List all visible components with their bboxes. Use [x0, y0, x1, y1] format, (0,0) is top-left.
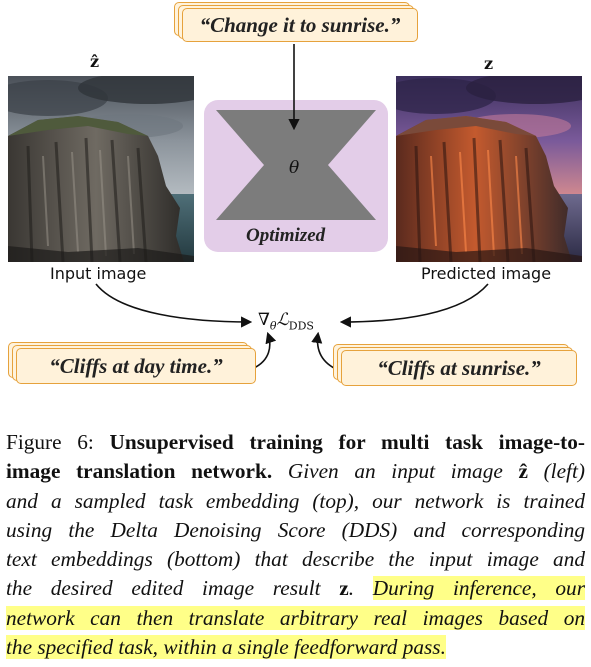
caption-highlight-2: network can then translate arbitrary rea…	[6, 605, 585, 630]
caption-line-5-text: text embeddings (bottom) that describe t…	[6, 547, 585, 572]
input-symbol: ẑ	[90, 52, 100, 71]
caption-line-3: and a sampled task embedding (top), our …	[6, 487, 585, 516]
bottom-left-prompt-card: “Cliffs at day time.”	[16, 348, 256, 384]
input-image-label: Input image	[50, 264, 147, 283]
caption-line-6-text: the desired edited image result	[6, 576, 340, 601]
caption-line-1: Figure 6: Unsupervised training for mult…	[6, 428, 585, 457]
loss-subscript: DDS	[288, 319, 314, 333]
network-hourglass	[216, 110, 376, 220]
bottom-left-prompt-stack: “Cliffs at day time.”	[8, 342, 258, 386]
top-prompt-stack: “Change it to sunrise.”	[174, 2, 419, 44]
arrow-output-to-loss	[339, 283, 489, 328]
caption-line-2: image translation network. Given an inpu…	[6, 457, 585, 486]
arrow-input-to-loss	[95, 283, 253, 328]
caption-line-6: the desired edited image result z. Durin…	[6, 574, 585, 603]
bottom-right-prompt-card: “Cliffs at sunrise.”	[341, 350, 577, 386]
caption-line-2-text: Given an input image	[272, 459, 519, 484]
caption-line-3-text: and a sampled task embedding (top), our …	[6, 488, 585, 513]
predicted-image-label: Predicted image	[421, 264, 552, 283]
top-prompt-card: “Change it to sunrise.”	[182, 8, 418, 42]
caption-line-6-period: .	[348, 576, 355, 601]
loss-sub-theta: θ	[269, 319, 277, 333]
arrow-left-prompt-to-loss	[253, 331, 277, 369]
top-prompt-text: “Change it to sunrise.”	[199, 12, 401, 37]
network-theta: θ	[289, 158, 300, 178]
bottom-left-prompt-text: “Cliffs at day time.”	[49, 353, 223, 378]
caption-line-4: using the Delta Denoising Score (DDS) an…	[6, 516, 585, 545]
caption-line-8: the specified task, within a single feed…	[6, 633, 585, 662]
caption-line-4-text: using the Delta Denoising Score (DDS) an…	[6, 517, 585, 542]
arrows-layer	[95, 44, 489, 371]
loss-label: ∇θℒDDS	[258, 310, 314, 332]
caption-zhat-symbol: ẑ	[518, 459, 528, 484]
predicted-image	[396, 76, 582, 262]
network-status: Optimized	[246, 225, 326, 246]
caption-line-7: network can then translate arbitrary rea…	[6, 604, 585, 633]
bottom-right-prompt-stack: “Cliffs at sunrise.”	[333, 344, 581, 388]
caption-highlight-1: During inference, our	[372, 576, 585, 601]
caption-bold-title-1: Unsupervised training for multi task ima…	[109, 430, 585, 454]
output-symbol: z	[484, 54, 494, 73]
input-image	[8, 76, 194, 262]
caption-figure-number: Figure 6:	[6, 430, 110, 454]
caption-bold-title-2: image translation network.	[6, 459, 273, 484]
caption-line-2-end: (left)	[527, 459, 585, 484]
caption-highlight-3: the specified task, within a single feed…	[6, 635, 446, 660]
loss-nabla: ∇	[258, 310, 270, 330]
bottom-right-prompt-text: “Cliffs at sunrise.”	[377, 355, 541, 380]
caption-z-symbol: z	[339, 576, 349, 601]
loss-symbol: ℒ	[276, 310, 289, 330]
caption-line-5: text embeddings (bottom) that describe t…	[6, 545, 585, 574]
figure-caption: Figure 6: Unsupervised training for mult…	[6, 428, 585, 662]
